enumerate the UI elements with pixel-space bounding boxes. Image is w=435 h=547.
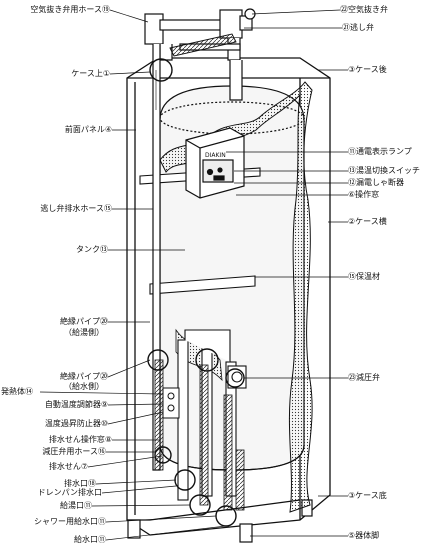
callout-number: ㉑ bbox=[342, 23, 350, 32]
callout-number: ⑫ bbox=[348, 178, 356, 187]
control-box bbox=[185, 127, 245, 199]
label-drain-plug: 排水せん⑦ bbox=[48, 462, 88, 471]
label-front-panel: 前面パネル④ bbox=[64, 125, 112, 134]
label-shower-supply: シャワー用給水口⑪ bbox=[34, 517, 106, 526]
label-overheat-protector: 温度過昇防止器⑩ bbox=[44, 419, 108, 428]
label-relief-valve: ㉑逃し弁 bbox=[342, 23, 374, 32]
label-changeover-switch: ⑬湯温切換スイッチ bbox=[348, 166, 420, 175]
label-insulated-pipe-water: 絶縁パイプ⑳ bbox=[60, 372, 108, 381]
label-water-inlet: 給水口⑪ bbox=[74, 535, 106, 544]
label-tank: タンク⑬ bbox=[76, 245, 108, 254]
label-insulated-pipe-water-note: （給水側） bbox=[64, 382, 104, 391]
callout-number: ㉒ bbox=[340, 5, 348, 14]
callout-number: ② bbox=[348, 217, 356, 226]
relief-valve-assembly bbox=[144, 8, 256, 101]
label-case-bottom: ③ケース底 bbox=[348, 491, 387, 500]
callout-number: ⑤ bbox=[348, 531, 356, 540]
callout-number: ㉓ bbox=[348, 373, 356, 382]
legs bbox=[127, 499, 313, 543]
callout-number: ③ bbox=[348, 491, 356, 500]
label-case-back: ③ケース後 bbox=[348, 65, 387, 74]
label-reducing-valve: ㉓減圧弁 bbox=[348, 373, 380, 382]
callout-number: ⑥ bbox=[348, 190, 356, 199]
callout-number: ⑮ bbox=[348, 272, 356, 281]
panel-brand-text: DIAKIN bbox=[205, 152, 226, 159]
callout-number: ⑬ bbox=[348, 166, 356, 175]
leader-lines-left bbox=[39, 9, 227, 541]
label-hot-water-outlet: 給湯口⑪ bbox=[60, 501, 92, 510]
callout-number: ⑪ bbox=[348, 147, 356, 156]
label-drain-outlet: 排水口⑱ bbox=[64, 479, 96, 488]
label-case-top: ケース上① bbox=[71, 69, 110, 78]
label-air-vent-hose: 空気抜き弁用ホース⑲ bbox=[30, 5, 110, 14]
label-drain-plug-window: 排水せん操作窓⑧ bbox=[48, 435, 112, 444]
heater-controls bbox=[162, 387, 180, 419]
label-drain-pan-outlet: ドレンパン排水口 bbox=[37, 488, 102, 497]
label-leg: ⑤器体脚 bbox=[348, 531, 380, 540]
top-pipe-braid bbox=[169, 33, 237, 57]
leader-lines-right bbox=[226, 9, 348, 537]
label-air-vent-valve: ㉒空気抜き弁 bbox=[340, 5, 388, 14]
label-relief-drain-hose: 逃し弁排水ホース⑮ bbox=[40, 204, 112, 213]
label-heater: 発熱体⑭ bbox=[1, 387, 33, 396]
label-auto-thermostat: 自動温度調節器⑨ bbox=[44, 400, 108, 409]
label-insulated-pipe-hot-note: （給湯側） bbox=[64, 328, 104, 337]
label-reducing-valve-hose: 減圧弁用ホース⑯ bbox=[42, 447, 106, 456]
label-insulation: ⑮保温材 bbox=[348, 272, 380, 281]
callout-number: ③ bbox=[348, 65, 356, 74]
label-case-side: ②ケース横 bbox=[348, 217, 387, 226]
label-power-lamp: ⑪通電表示ランプ bbox=[348, 147, 412, 156]
label-insulated-pipe-hot: 絶縁パイプ⑳ bbox=[60, 317, 108, 326]
label-operation-window: ⑥操作窓 bbox=[348, 190, 380, 199]
label-leakage-breaker: ⑫漏電しゃ断器 bbox=[348, 178, 404, 187]
